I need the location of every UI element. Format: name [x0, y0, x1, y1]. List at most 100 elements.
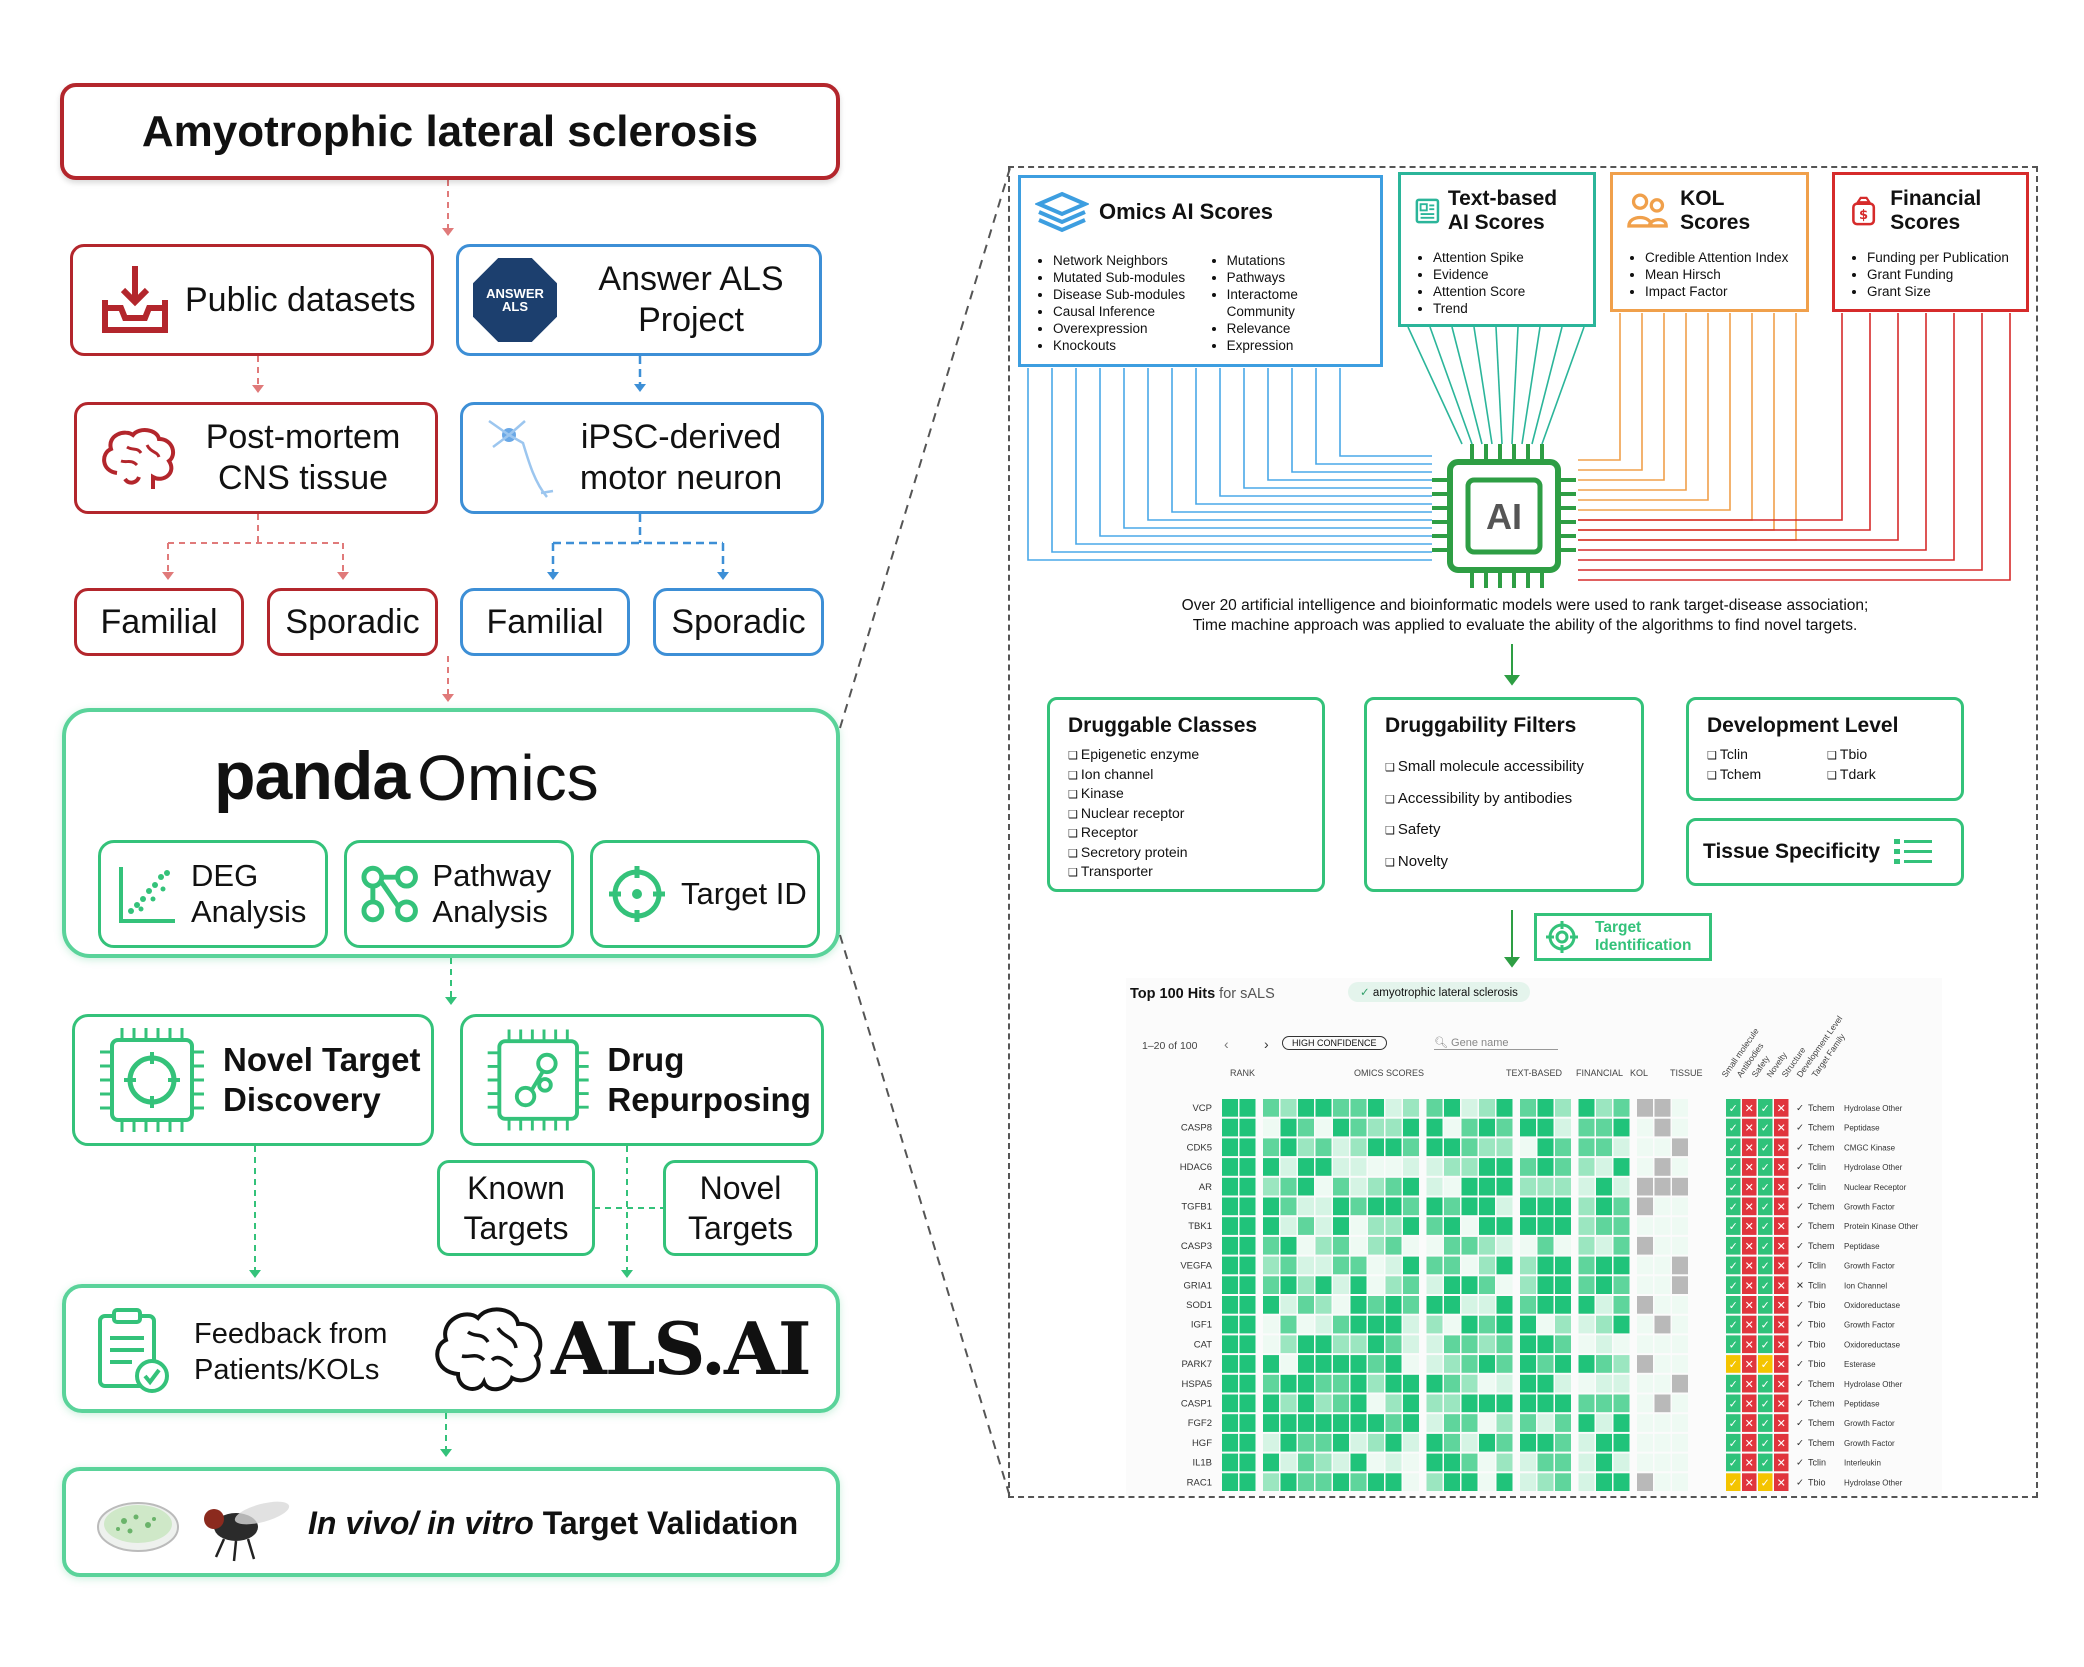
heatmap-cell — [1537, 1138, 1554, 1157]
heatmap-cell — [1444, 1217, 1460, 1235]
gene-search[interactable]: 🔍︎ Gene name — [1434, 1036, 1558, 1050]
structure-mark: ✓ — [1796, 1359, 1804, 1370]
heatmap-cell — [1239, 1138, 1256, 1157]
table-column-header: FINANCIAL — [1576, 1068, 1623, 1078]
heatmap-cell — [1555, 1197, 1571, 1216]
development-level-value: Tchem — [1808, 1142, 1835, 1152]
heatmap-cell — [1461, 1315, 1478, 1334]
heatmap-cell — [1385, 1236, 1402, 1255]
druggable-classes-title: Druggable Classes — [1068, 714, 1258, 737]
heatmap-cell — [1263, 1315, 1279, 1334]
structure-mark: ✕ — [1796, 1280, 1804, 1291]
druggability-filters-card: Druggability Filters Small molecule acce… — [1364, 697, 1644, 892]
filter-flag-cell — [1742, 1414, 1757, 1432]
heatmap-cell — [1222, 1473, 1238, 1491]
gene-label: HDAC6 — [1180, 1162, 1212, 1173]
heatmap-cell — [1280, 1197, 1297, 1216]
heatmap-cell — [1496, 1118, 1513, 1137]
heatmap-cell — [1578, 1296, 1595, 1314]
heatmap-cell — [1555, 1315, 1571, 1334]
heatmap-cell — [1403, 1296, 1419, 1314]
heatmap-cell — [1444, 1256, 1460, 1275]
pathway-analysis-label: Pathway Analysis — [432, 858, 552, 929]
gene-label: VCP — [1192, 1103, 1212, 1114]
omics-link-line — [1267, 368, 1432, 481]
heatmap-cell — [1461, 1276, 1478, 1294]
filter-flag-mark: ✕ — [1745, 1338, 1754, 1351]
filter-flag-mark: ✕ — [1777, 1161, 1786, 1174]
text-item: Attention Score — [1433, 283, 1579, 300]
heatmap-cell — [1385, 1276, 1402, 1294]
heatmap-cell — [1637, 1197, 1653, 1216]
heatmap-cell — [1222, 1217, 1238, 1235]
heatmap-cell — [1350, 1118, 1367, 1137]
heatmap-cell — [1578, 1217, 1595, 1235]
kol-link-line — [1578, 313, 1687, 491]
drug-repurposing-label: Drug Repurposing — [607, 1041, 811, 1118]
heatmap-cell — [1385, 1335, 1402, 1354]
high-confidence-toggle[interactable]: HIGH CONFIDENCE — [1282, 1036, 1387, 1050]
filter-flag-cell — [1742, 1433, 1757, 1452]
development-level-value: Tchem — [1808, 1379, 1835, 1389]
filter-flag-cell — [1774, 1256, 1789, 1275]
heatmap-cell — [1578, 1315, 1595, 1334]
heatmap-cell — [1368, 1197, 1384, 1216]
heatmap-cell — [1520, 1138, 1536, 1157]
heatmap-cell — [1654, 1374, 1671, 1393]
gene-label: IGF1 — [1191, 1320, 1212, 1331]
heatmap-cell — [1239, 1453, 1256, 1472]
prev-page-icon[interactable]: ‹ — [1224, 1036, 1229, 1052]
filter-flag-cell — [1742, 1158, 1757, 1176]
filter-flag-mark: ✕ — [1745, 1437, 1754, 1450]
filter-flag-cell — [1758, 1236, 1773, 1255]
post-mortem-box: Post-mortem CNS tissue — [74, 402, 438, 514]
heatmap-cell — [1578, 1177, 1595, 1196]
heatmap-cell — [1555, 1473, 1571, 1491]
disease-chip[interactable]: ✓ amyotrophic lateral sclerosis — [1348, 982, 1530, 1002]
models-caption: Over 20 artificial intelligence and bioi… — [1030, 596, 2020, 636]
filter-flag-mark: ✓ — [1761, 1338, 1770, 1351]
heatmap-cell — [1350, 1138, 1367, 1157]
heatmap-cell — [1496, 1256, 1513, 1275]
heatmap-cell — [1555, 1236, 1571, 1255]
heatmap-cell — [1537, 1473, 1554, 1491]
development-level-value: Tbio — [1808, 1320, 1826, 1330]
filter-flag-mark: ✓ — [1761, 1299, 1770, 1312]
heatmap-cell — [1672, 1296, 1688, 1314]
druggable-class-item: Kinase — [1068, 785, 1304, 805]
top-hits-table: Top 100 Hits for sALS ✓ amyotrophic late… — [1126, 978, 1942, 1496]
heatmap-cell — [1555, 1355, 1571, 1373]
heatmap-cell — [1315, 1473, 1332, 1491]
heatmap-cell — [1298, 1236, 1314, 1255]
heatmap-cell — [1672, 1315, 1688, 1334]
heatmap-cell — [1654, 1197, 1671, 1216]
gene-label: AR — [1199, 1182, 1212, 1193]
familial-label: Familial — [486, 602, 604, 641]
heatmap-cell — [1280, 1138, 1297, 1157]
filter-flag-cell — [1726, 1256, 1741, 1275]
structure-mark: ✓ — [1796, 1162, 1804, 1173]
gene-label: CASP8 — [1181, 1123, 1212, 1134]
heatmap-cell — [1479, 1355, 1495, 1373]
next-page-icon[interactable]: › — [1264, 1036, 1269, 1052]
heatmap-cell — [1403, 1099, 1419, 1117]
heatmap-cell — [1263, 1433, 1279, 1452]
heatmap-cell — [1298, 1414, 1314, 1432]
heatmap-cell — [1520, 1197, 1536, 1216]
filter-flag-mark: ✕ — [1745, 1161, 1754, 1174]
filter-flag-mark: ✕ — [1777, 1457, 1786, 1470]
filter-flag-cell — [1774, 1158, 1789, 1176]
heatmap-cell — [1426, 1394, 1443, 1413]
filter-flag-cell — [1726, 1138, 1741, 1157]
feedback-label: Feedback from Patients/KOLs — [194, 1318, 388, 1387]
heatmap-cell — [1537, 1177, 1554, 1196]
heatmap-cell — [1444, 1453, 1460, 1472]
heatmap-cell — [1461, 1414, 1478, 1432]
structure-mark: ✓ — [1796, 1300, 1804, 1311]
druggable-class-item: Nuclear receptor — [1068, 805, 1304, 825]
filter-flag-cell — [1774, 1177, 1789, 1196]
deg-analysis-label: DEG Analysis — [191, 858, 307, 929]
heatmap-cell — [1222, 1355, 1238, 1373]
heatmap-cell — [1672, 1138, 1688, 1157]
